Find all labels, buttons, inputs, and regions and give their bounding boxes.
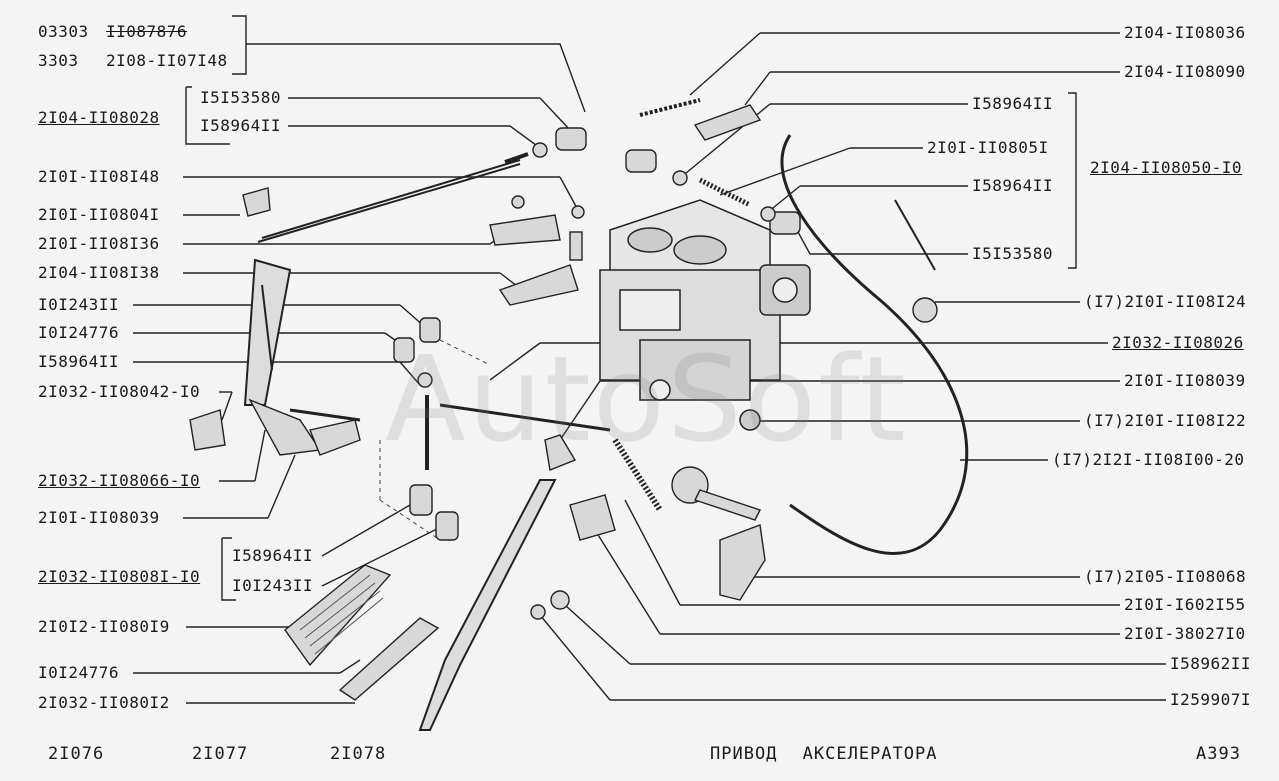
label-i58962ii: I58962II <box>1170 654 1252 673</box>
label-2i032-ii0808i-i0: 2I032-II0808I-I0 <box>38 567 201 586</box>
label-2i0i-ii08i36: 2I0I-II08I36 <box>38 234 160 253</box>
nut-4 <box>417 372 433 388</box>
label-2i0i-ii08039: 2I0I-II08039 <box>38 508 160 527</box>
pedal-bracket <box>189 409 226 451</box>
label-2i04-ii08036: 2I04-II08036 <box>1124 23 1246 42</box>
label-3303: 3303 <box>38 51 79 70</box>
sleeve-2 <box>393 337 415 363</box>
bracket-top-left <box>232 15 586 113</box>
label-2i04-ii08090: 2I04-II08090 <box>1124 62 1246 81</box>
model-2i077: 2I077 <box>192 744 249 764</box>
label-2i0i-i602i55: 2I0I-I602I55 <box>1124 595 1246 614</box>
pedal-cover <box>338 617 440 701</box>
label-2i04-ii08i38: 2I04-II08I38 <box>38 263 160 282</box>
label-2i0i2-ii080i9: 2I0I2-II080I9 <box>38 617 170 636</box>
label-i0i243ii-2: I0I243II <box>232 576 314 595</box>
diagram-title: ПРИВОД АКСЕЛЕРАТОРА <box>710 744 938 764</box>
cable-bushing <box>912 297 938 323</box>
pivot-lever <box>544 434 577 471</box>
throttle-rod <box>261 159 521 239</box>
spring-bracket <box>693 104 762 141</box>
lever-bracket <box>248 398 322 456</box>
cable-knob-stem <box>694 489 761 521</box>
sleeve-upper <box>419 317 441 343</box>
pad-grooves <box>299 574 384 655</box>
rubber-stop <box>569 494 616 541</box>
label-2i0i-ii08039-r: 2I0I-II08039 <box>1124 371 1246 390</box>
cable-bracket <box>719 524 766 601</box>
label-i58964ii-r2: I58964II <box>972 176 1054 195</box>
label-2i08-ii07i48: 2I08-II07I48 <box>106 51 228 70</box>
rod-end-socket-right <box>625 149 657 173</box>
label-2i0i-38027i0: 2I0I-38027I0 <box>1124 624 1246 643</box>
label-2i032-ii08042-i0: 2I032-II08042-I0 <box>38 382 201 401</box>
pedal-lever <box>418 479 557 731</box>
return-spring-lower <box>612 438 663 512</box>
label-i58964ii-3: I58964II <box>232 546 314 565</box>
accelerator-cable <box>780 134 969 556</box>
bracket-plate-lower <box>498 264 579 306</box>
nut-2 <box>672 170 688 186</box>
rod-thread <box>504 152 529 164</box>
rod-end-socket-far <box>769 211 801 235</box>
nut-3 <box>760 206 776 222</box>
nut-1 <box>532 142 548 158</box>
nut-5 <box>550 590 570 610</box>
model-2i076: 2I076 <box>48 744 105 764</box>
label-2i0i-ii0804i: 2I0I-II0804I <box>38 205 160 224</box>
long-shaft <box>439 403 611 432</box>
label-i5i53580: I5I53580 <box>200 88 282 107</box>
pin-vertical <box>569 231 583 261</box>
washer-2 <box>530 604 546 620</box>
bracket-2i032-ii0808i-i0 <box>221 537 236 601</box>
label-i7-2i0i-ii08i24: (I7)2I0I-II08I24 <box>1084 292 1247 311</box>
adjust-bolt <box>698 177 752 208</box>
label-2i04-ii08028: 2I04-II08028 <box>38 108 160 127</box>
label-ii087876: II087876 <box>106 22 188 41</box>
model-2i078: 2I078 <box>330 744 387 764</box>
rod-end-socket <box>555 127 587 151</box>
washer <box>571 205 585 219</box>
label-03303: 03303 <box>38 22 89 41</box>
bracket-2104-ii08028 <box>185 86 230 145</box>
watermark: AutoSoft <box>385 330 908 468</box>
label-2i04-ii08050-i0: 2I04-II08050-I0 <box>1090 158 1242 177</box>
label-2i032-ii080i2: 2I032-II080I2 <box>38 693 170 712</box>
bushing-a <box>409 484 433 516</box>
page-code: A393 <box>1196 744 1241 764</box>
label-2i0i-ii08i48: 2I0I-II08I48 <box>38 167 160 186</box>
pivot-pin <box>511 195 525 209</box>
label-i0i24776-2: I0I24776 <box>38 663 120 682</box>
label-2i0i-ii0805i: 2I0I-II0805I <box>927 138 1049 157</box>
label-i7-2i05-ii08068: (I7)2I05-II08068 <box>1084 567 1247 586</box>
pivot-bracket <box>309 419 361 456</box>
label-i58964ii-r1: I58964II <box>972 94 1054 113</box>
label-i7-2i2i-ii08i00-20: (I7)2I2I-II08I00-20 <box>1052 450 1245 469</box>
return-spring-upper <box>639 98 701 117</box>
label-i0i243ii: I0I243II <box>38 295 120 314</box>
label-i5i53580-r: I5I53580 <box>972 244 1054 263</box>
label-i58964ii-2: I58964II <box>38 352 120 371</box>
pedal-pad <box>284 564 392 667</box>
cross-shaft <box>289 408 361 422</box>
label-i58964ii: I58964II <box>200 116 282 135</box>
label-i0i24776: I0I24776 <box>38 323 120 342</box>
bracket-plate-upper <box>489 214 561 246</box>
cable-clip <box>242 187 271 217</box>
bushing-b <box>435 511 459 541</box>
carburetor <box>599 199 811 431</box>
label-2i032-ii08066-i0: 2I032-II08066-I0 <box>38 471 201 490</box>
label-i259907i: I259907I <box>1170 690 1252 709</box>
label-2i032-ii08026: 2I032-II08026 <box>1112 333 1244 352</box>
label-i7-2i0i-ii08i22: (I7)2I0I-II08I22 <box>1084 411 1247 430</box>
bracket-2i04-ii08050-i0 <box>1068 92 1077 269</box>
assembly-guides <box>379 339 491 541</box>
